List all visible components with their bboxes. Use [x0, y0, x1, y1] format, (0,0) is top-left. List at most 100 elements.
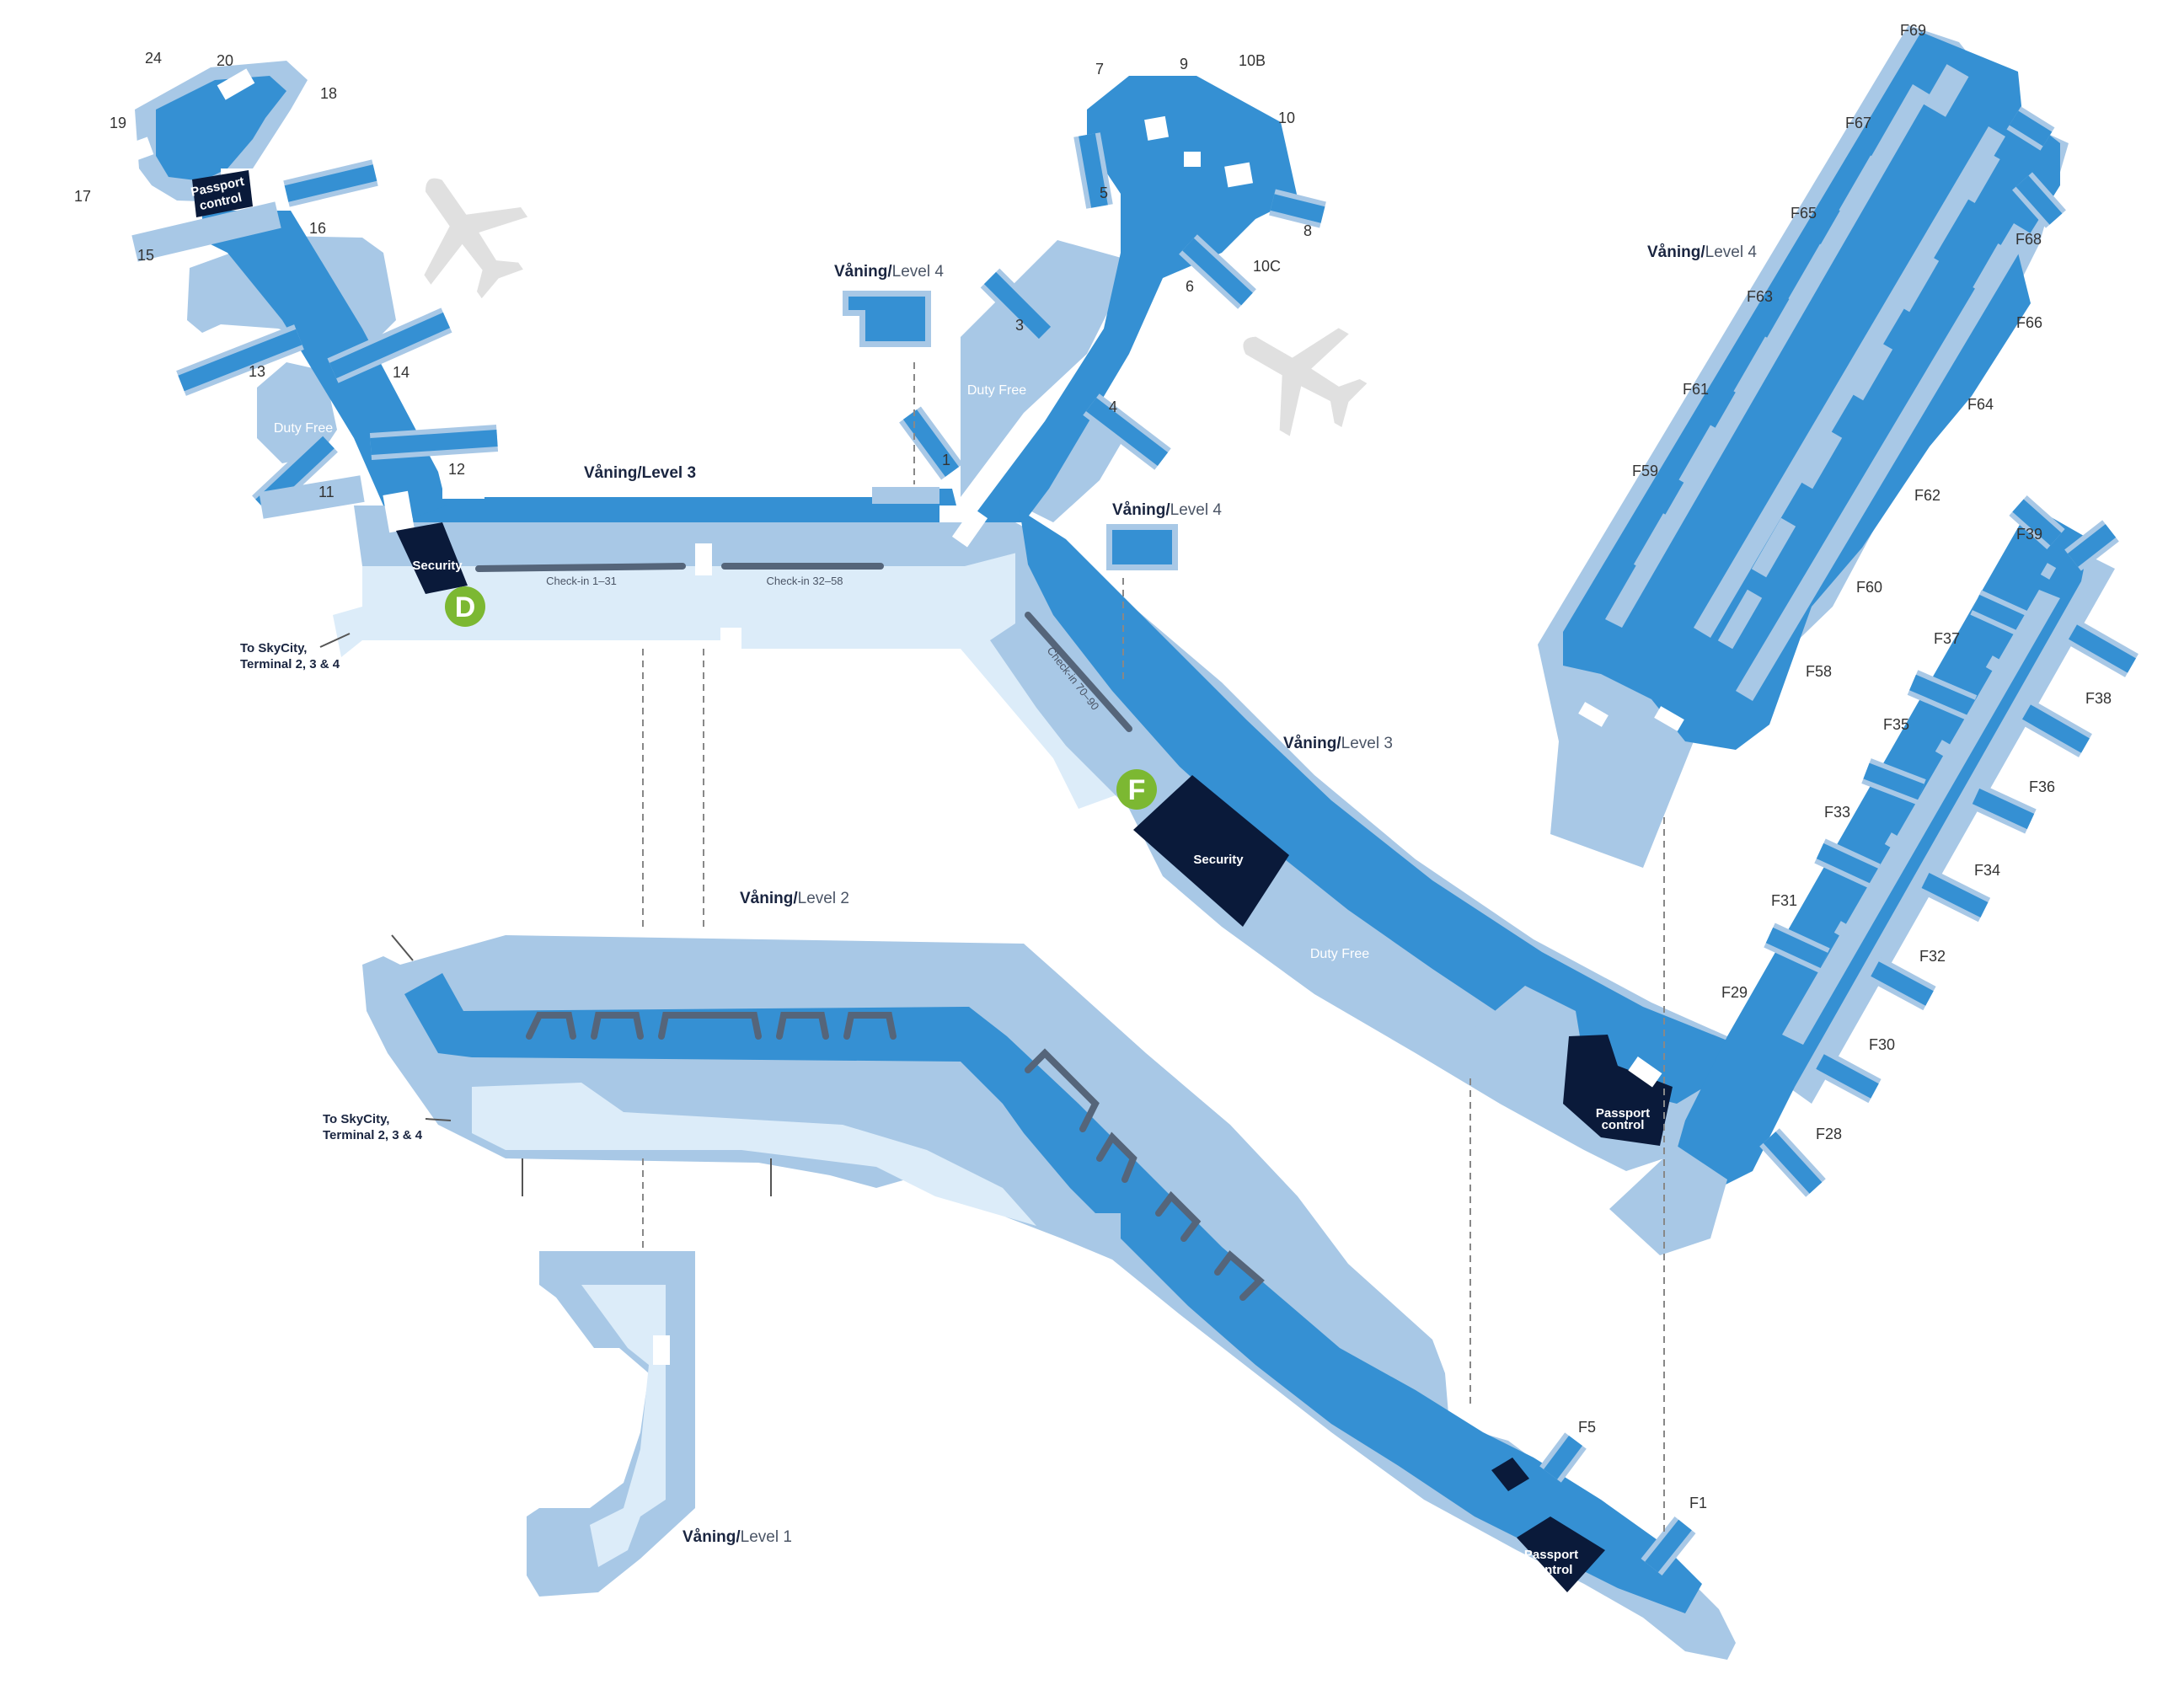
gate-f38: F38 [2085, 690, 2112, 707]
gate-11: 11 [318, 484, 335, 500]
passport-control-label: Passport control [1524, 1548, 1578, 1577]
gate-f66: F66 [2016, 314, 2042, 331]
gate-f34: F34 [1974, 862, 2000, 879]
gate-f63: F63 [1747, 288, 1773, 305]
gate-3: 3 [1015, 317, 1024, 334]
gate-labels-d: 1 3 4 5 6 7 8 9 10 10B 10C 11 12 13 14 1… [74, 50, 1312, 500]
security-checkpoint-f [1133, 775, 1289, 927]
gate-f37: F37 [1934, 630, 1960, 647]
gate-17: 17 [74, 188, 91, 205]
svg-text:control: control [1530, 1563, 1573, 1577]
terminal-f-marker: F [1116, 769, 1157, 810]
svg-text:Våning/Level 2: Våning/Level 2 [740, 890, 849, 907]
level-label: Våning/Level 2 [740, 890, 849, 907]
gate-f30: F30 [1869, 1036, 1895, 1053]
gate-f58: F58 [1806, 663, 1832, 680]
gate-f1: F1 [1689, 1495, 1707, 1511]
passport-control-f [1563, 1035, 1673, 1146]
duty-free-label: Duty Free [967, 383, 1026, 398]
gate-12: 12 [448, 461, 465, 478]
svg-text:To SkyCity,: To SkyCity, [240, 641, 307, 655]
gate-9: 9 [1180, 56, 1188, 72]
gate-f32: F32 [1919, 948, 1946, 965]
terminal-d-marker: D [445, 586, 485, 627]
svg-text:Våning/Level 4: Våning/Level 4 [834, 263, 944, 281]
svg-text:Terminal 2, 3 & 4: Terminal 2, 3 & 4 [240, 657, 340, 671]
gate-f62: F62 [1914, 487, 1940, 504]
gate-f36: F36 [2029, 778, 2055, 795]
airplane-icon [1243, 328, 1368, 436]
level-label: Våning/Level 4 [834, 263, 944, 281]
gate-16: 16 [309, 220, 326, 237]
gate-f29: F29 [1721, 984, 1748, 1001]
gate-6: 6 [1186, 278, 1194, 295]
escalator-icon [1578, 702, 1609, 727]
gate-15: 15 [137, 247, 154, 264]
gate-f60: F60 [1856, 579, 1882, 596]
pier-lattice [1605, 64, 2031, 701]
passport-control-label: Passport control [1596, 1106, 1650, 1132]
level-label: Våning/Level 4 [1647, 243, 1757, 261]
svg-text:Våning/Level 4: Våning/Level 4 [1647, 243, 1757, 261]
svg-text:Våning/Level 3: Våning/Level 3 [584, 464, 696, 482]
level-label: Våning/Level 4 [1112, 501, 1222, 519]
gate-arms-f-upper [2006, 106, 2066, 228]
duty-free-label: Duty Free [1310, 947, 1369, 961]
passport-control-d [192, 170, 253, 217]
svg-text:To SkyCity,: To SkyCity, [323, 1112, 389, 1126]
airplane-icon [424, 178, 528, 299]
escalator-icon [653, 1335, 670, 1365]
jet-bridges [526, 1012, 1265, 1301]
level-label: Våning/Level 1 [682, 1528, 792, 1546]
gate-1: 1 [942, 452, 950, 468]
escalator-icon [109, 68, 712, 575]
escalator-icon [1654, 706, 1684, 731]
skycity-direction: To SkyCity, Terminal 2, 3 & 4 [240, 633, 351, 671]
gate-f59: F59 [1632, 463, 1658, 479]
gate-f61: F61 [1683, 381, 1709, 398]
security-label: Security [1193, 853, 1244, 867]
gate-18: 18 [320, 85, 337, 102]
gate-13: 13 [249, 363, 265, 380]
gate-f33: F33 [1824, 804, 1850, 821]
gate-arms-f-lower [1759, 495, 2138, 1197]
escalator-icon [951, 507, 988, 548]
gate-f28: F28 [1816, 1126, 1842, 1142]
duty-free-label: Duty Free [274, 421, 333, 436]
gate-arms-level2 [1539, 1432, 1696, 1575]
security-label: Security [412, 559, 463, 573]
level-label: Våning/Level 3 [584, 464, 696, 482]
gate-4: 4 [1109, 399, 1117, 415]
gate-f65: F65 [1791, 205, 1817, 222]
gate-f35: F35 [1883, 716, 1909, 733]
check-in-label: Check-in 1–31 [546, 575, 617, 587]
svg-text:Terminal 2, 3 & 4: Terminal 2, 3 & 4 [323, 1128, 423, 1142]
level-connectors [642, 362, 1665, 1533]
svg-text:control: control [1602, 1118, 1645, 1132]
gate-labels-f3: F1 F5 F28 F29 F30 F31 F32 F33 F34 F35 F3… [1578, 526, 2112, 1511]
gate-labels-f4: F58 F59 F60 F61 F62 F63 F64 F65 F66 F67 … [1632, 22, 2042, 680]
gate-f39: F39 [2016, 526, 2042, 543]
level-label: Våning/Level 3 [1283, 735, 1393, 752]
gate-19: 19 [110, 115, 126, 131]
skycity-direction: To SkyCity, Terminal 2, 3 & 4 [323, 1112, 423, 1142]
gate-f31: F31 [1771, 892, 1797, 909]
gate-10b: 10B [1239, 52, 1266, 69]
security-checkpoint-d [396, 522, 468, 594]
gate-f69: F69 [1900, 22, 1926, 39]
gate-f5: F5 [1578, 1419, 1596, 1436]
gate-14: 14 [393, 364, 410, 381]
gate-8: 8 [1303, 222, 1312, 239]
gate-f68: F68 [2015, 231, 2042, 248]
check-in-label: Check-in 32–58 [766, 575, 843, 587]
gate-24: 24 [145, 50, 162, 67]
svg-text:Passport: Passport [1524, 1548, 1578, 1562]
gate-arms-d [131, 159, 499, 519]
svg-text:F: F [1128, 774, 1146, 806]
gate-7: 7 [1095, 61, 1104, 78]
svg-text:Våning/Level 4: Våning/Level 4 [1112, 501, 1222, 519]
svg-text:D: D [455, 591, 476, 623]
pier-windows [1833, 563, 2057, 938]
gate-f64: F64 [1967, 396, 1994, 413]
